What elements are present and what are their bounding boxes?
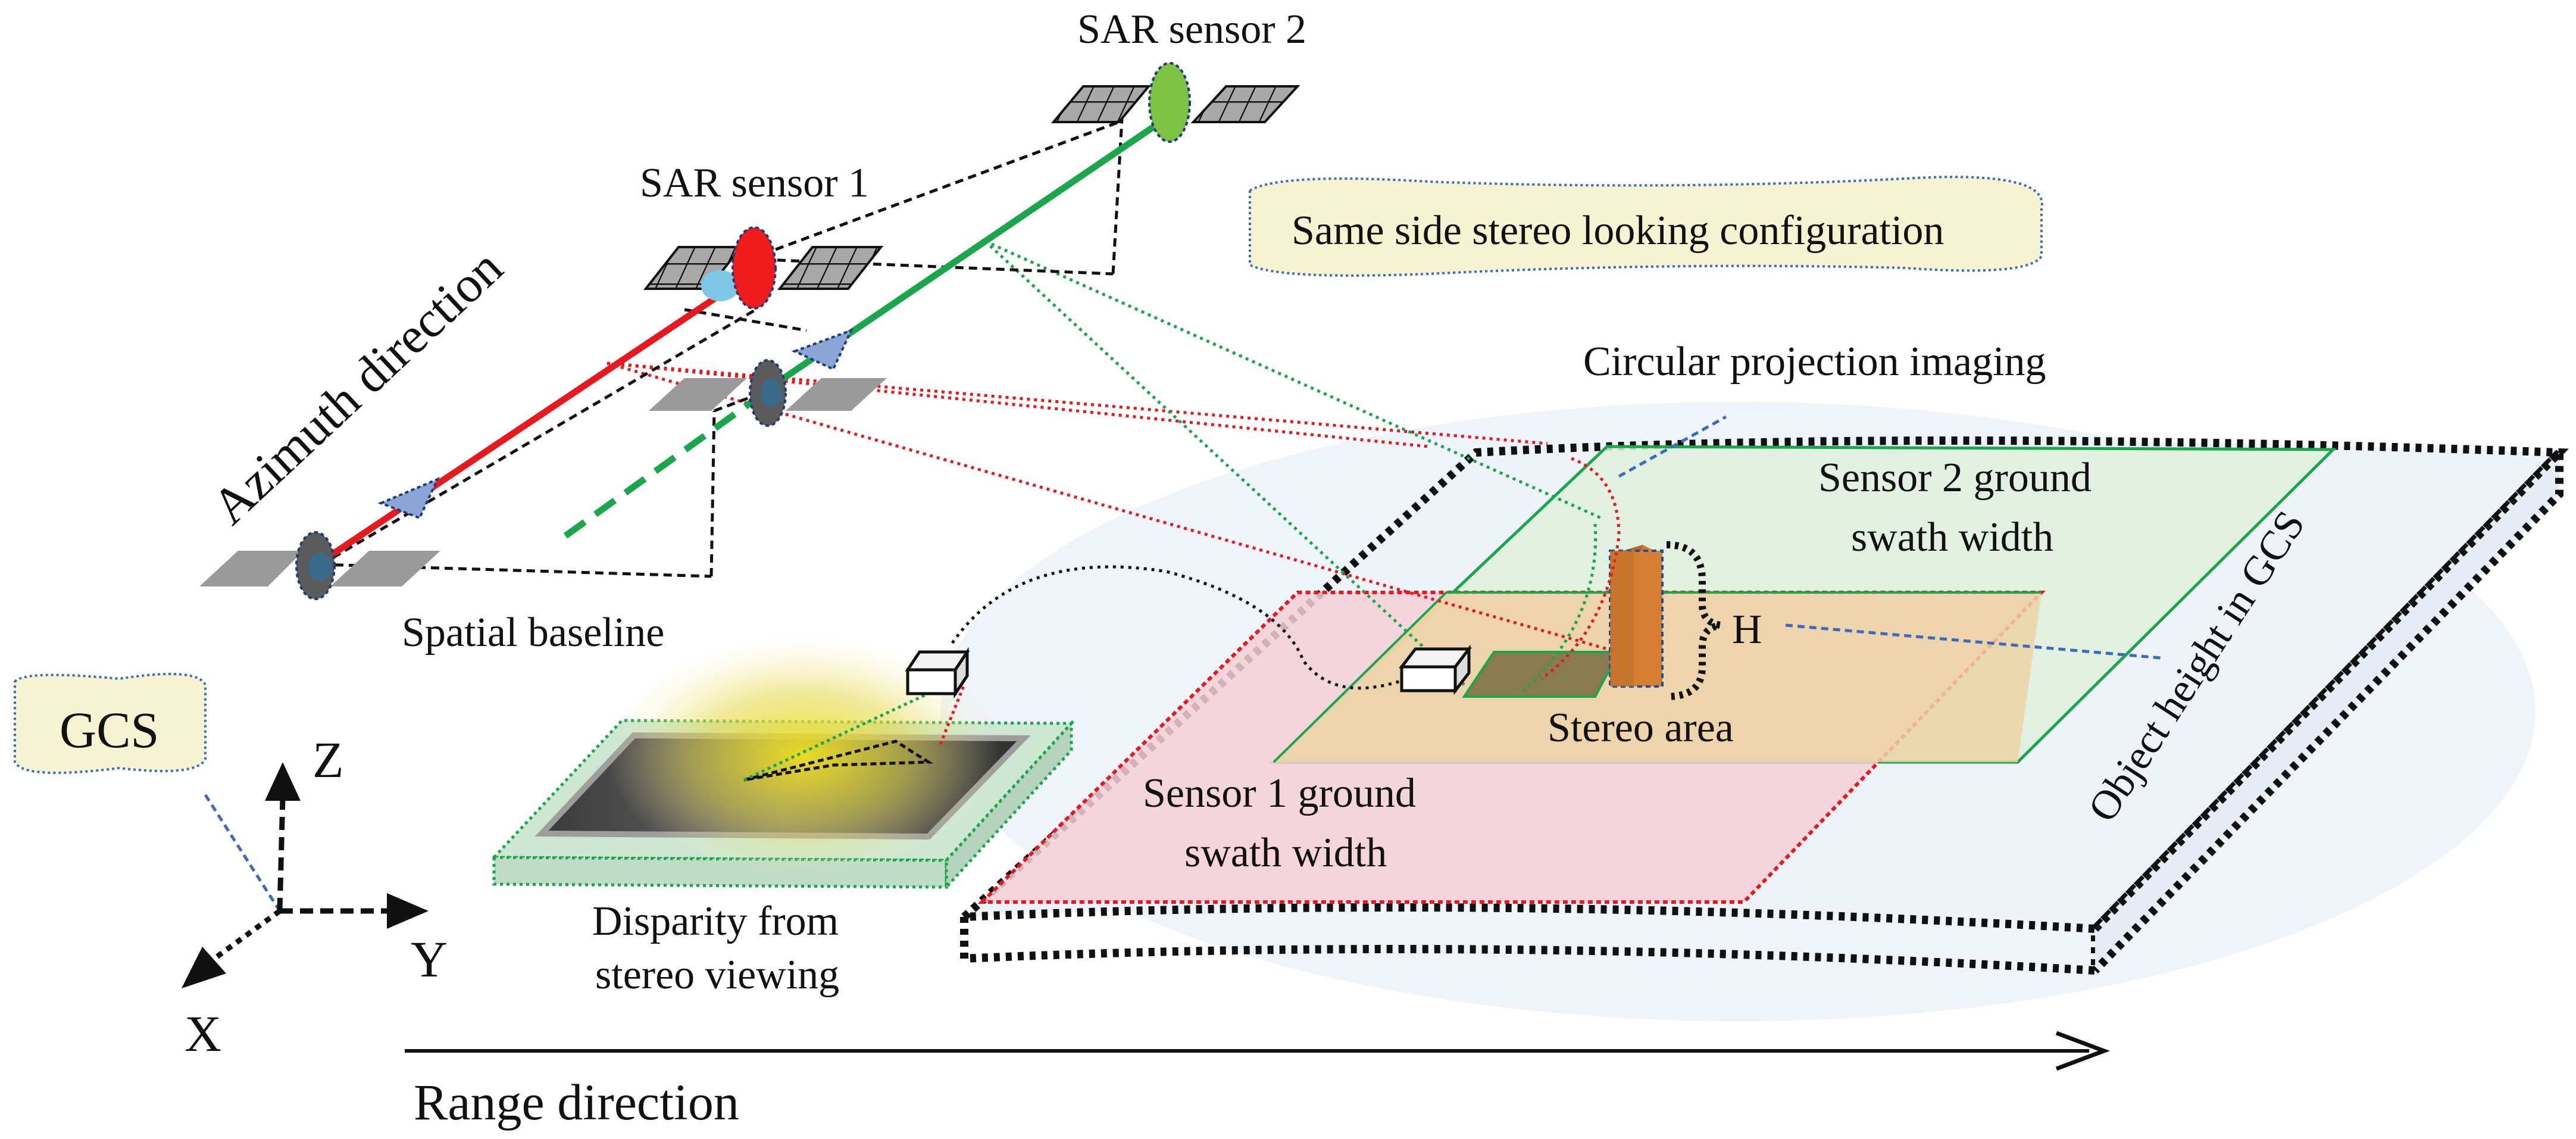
sar-sensor-1-satellite — [643, 226, 884, 310]
label-same-side-config: Same side stereo looking configuration — [1292, 208, 1944, 254]
disparity-connector — [951, 565, 1423, 690]
object-building — [1609, 545, 1664, 688]
label-disparity-1: Disparity from — [592, 898, 839, 944]
range-direction-arrow — [405, 1031, 2110, 1071]
label-h: H — [1732, 607, 1762, 653]
label-sar-sensor-2: SAR sensor 2 — [1077, 7, 1306, 52]
sar-sensor-2-satellite — [1051, 62, 1300, 143]
label-disparity-2: stereo viewing — [595, 952, 839, 998]
sensor2-beams — [984, 239, 1602, 692]
label-sensor1-swath-2: swath width — [1184, 830, 1387, 876]
sensor1-orbit-line — [313, 268, 758, 569]
disparity-inset — [490, 637, 1075, 891]
label-sensor1-swath-1: Sensor 1 ground — [1143, 770, 1416, 816]
label-axis-z: Z — [312, 731, 344, 788]
gcs-axes — [182, 762, 429, 988]
label-circular-projection: Circular projection imaging — [1583, 339, 2046, 385]
label-gcs: GCS — [60, 701, 159, 759]
direction-flag-lower — [377, 477, 440, 520]
gcs-box — [14, 673, 207, 774]
label-axis-x: X — [185, 1005, 221, 1062]
label-spatial-baseline: Spatial baseline — [402, 610, 664, 656]
leader-lines — [204, 415, 2161, 912]
sensor2-orbit-extension — [563, 396, 758, 539]
label-stereo-area: Stereo area — [1548, 705, 1734, 751]
direction-flag-upper — [791, 328, 854, 371]
label-sar-sensor-1: SAR sensor 1 — [640, 160, 869, 206]
satellite-ghost-lower — [199, 531, 440, 600]
camera-box-ground — [1398, 644, 1473, 695]
height-brace — [1666, 541, 1721, 700]
label-azimuth-direction: Azimuth direction — [201, 238, 513, 535]
same-side-config-box — [1249, 176, 2043, 277]
camera-box-inset — [905, 647, 970, 699]
label-sensor2-swath-1: Sensor 2 ground — [1818, 455, 2092, 501]
label-axis-y: Y — [411, 931, 448, 988]
label-sensor2-swath-2: swath width — [1851, 514, 2053, 560]
label-range-direction: Range direction — [414, 1074, 739, 1131]
satellite-ghost-upper — [649, 359, 887, 427]
